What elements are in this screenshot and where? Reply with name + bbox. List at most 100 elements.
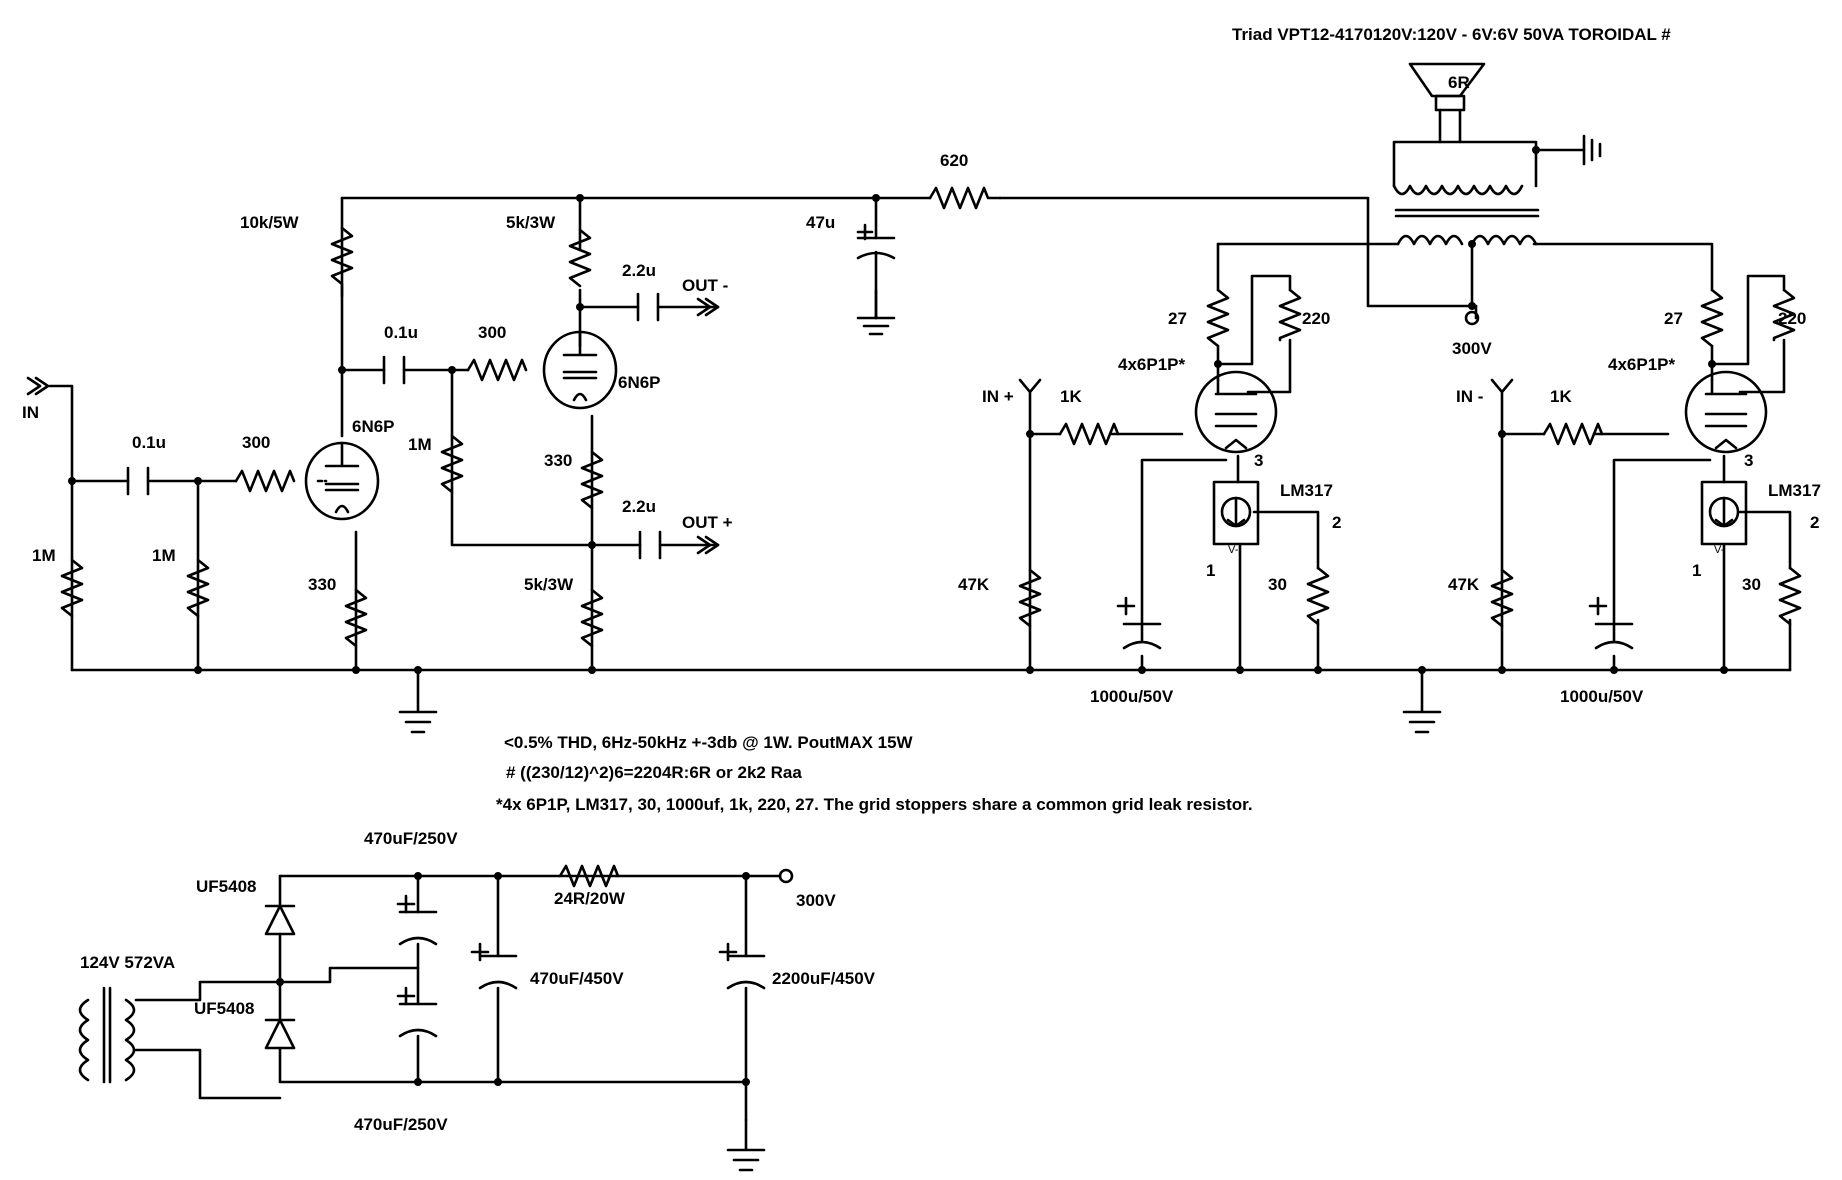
preamp-wiring (48, 196, 1792, 672)
left-r-g2 (1278, 288, 1302, 342)
left-output-tube (1194, 370, 1278, 454)
tube1 (304, 441, 380, 521)
r-grid1 (234, 469, 296, 493)
r-plate1 (330, 226, 354, 298)
left-tube-label: 4x6P1P* (1118, 355, 1185, 374)
left-pin3-label: 3 (1254, 451, 1263, 470)
r-cath2 (580, 450, 604, 510)
right-lm317 (1700, 480, 1748, 546)
left-lm317 (1212, 480, 1260, 546)
output-capacitors (1116, 596, 1634, 650)
left-r-set-label: 30 (1268, 575, 1287, 594)
r-cath2-label: 330 (544, 451, 572, 470)
r-in-leak-label: 1M (32, 546, 56, 565)
psu-wiring (134, 864, 782, 1122)
psu-diodes (264, 904, 296, 1050)
c-supply-label: 47u (806, 213, 835, 232)
psu-c-out (726, 954, 766, 990)
out-plus-label: OUT + (682, 513, 733, 532)
r-grid-leak (186, 558, 210, 618)
psu-r-drop-label: 24R/20W (554, 889, 626, 908)
tube1-label: 6N6P (352, 417, 395, 436)
psu-c-top (398, 910, 438, 946)
r-grid2-leak (440, 434, 464, 494)
left-r-g2-label: 220 (1302, 309, 1330, 328)
preamp-capacitors (126, 223, 896, 560)
right-cap-label: 1000u/50V (1560, 687, 1644, 706)
c-coupling-label: 0.1u (384, 323, 418, 342)
psu-c-bot-label: 470uF/250V (354, 1115, 448, 1134)
input-jack-icon (26, 376, 50, 396)
right-pin2-label: 2 (1810, 513, 1819, 532)
r-grid1-label: 300 (242, 433, 270, 452)
psu-out-v-label: 300V (796, 891, 836, 910)
right-tube-label: 4x6P1P* (1608, 355, 1675, 374)
r-cath2-load (580, 588, 604, 648)
left-r-screen-label: 27 (1168, 309, 1187, 328)
r-cath1-label: 330 (308, 575, 336, 594)
r-plate2-label: 5k/3W (506, 213, 556, 232)
psu-c-mid-label: 470uF/450V (530, 969, 624, 988)
left-r-leak (1018, 568, 1042, 628)
left-reg-label: LM317 (1280, 481, 1333, 500)
psu-capacitors (396, 894, 766, 1038)
right-reg-label: LM317 (1768, 481, 1821, 500)
right-output-tube (1684, 370, 1768, 454)
speaker-label: 6R (1448, 73, 1470, 92)
transformer-title: Triad VPT12-4170120V:120V - 6V:6V 50VA T… (1232, 25, 1671, 44)
right-r-leak-label: 47K (1448, 575, 1480, 594)
tube2-label: 6N6P (618, 373, 661, 392)
right-r-set (1778, 566, 1802, 626)
left-pin1-label: 1 (1206, 561, 1215, 580)
output-resistors (1018, 288, 1802, 628)
left-cap-label: 1000u/50V (1090, 687, 1174, 706)
c-coupling (382, 355, 406, 385)
r-grid2-leak-label: 1M (408, 435, 432, 454)
note-line-2: # ((230/12)^2)6=2204R:6R or 2k2 Raa (506, 763, 802, 782)
left-pin2-label: 2 (1332, 513, 1341, 532)
psu-transformer (78, 986, 136, 1084)
psu-c-top-label: 470uF/250V (364, 829, 458, 848)
right-r-leak (1490, 568, 1514, 628)
left-input-label: IN + (982, 387, 1014, 406)
psu-transformer-label: 124V 572VA (80, 953, 175, 972)
right-r-grid-label: 1K (1550, 387, 1572, 406)
junction-dots (68, 146, 1728, 674)
psu-d-top-label: UF5408 (196, 877, 256, 896)
speaker-icon (1408, 62, 1486, 144)
r-cath2-load-label: 5k/3W (524, 575, 574, 594)
right-pin1-label: 1 (1692, 561, 1701, 580)
out-minus-arrow-icon (696, 297, 720, 317)
right-input-antenna-icon (1490, 378, 1514, 436)
c-out-minus (636, 292, 660, 322)
r-supply (928, 186, 1002, 210)
preamp-resistors (60, 186, 1002, 648)
right-r-g2-label: 220 (1778, 309, 1806, 328)
psu-d-top (264, 904, 296, 936)
psu-dots (276, 872, 750, 1086)
r-grid-leak-label: 1M (152, 546, 176, 565)
right-vminus-label: V- (1714, 544, 1725, 556)
c-out-plus-label: 2.2u (622, 497, 656, 516)
left-r-leak-label: 47K (958, 575, 990, 594)
left-r-grid (1058, 422, 1120, 446)
psu-d-bot-label: UF5408 (194, 999, 254, 1018)
r-supply-label: 620 (940, 151, 968, 170)
psu-out-terminal (778, 868, 794, 884)
output-transformer (1392, 184, 1540, 246)
right-r-screen (1700, 288, 1724, 348)
right-input-label: IN - (1456, 387, 1483, 406)
ground-symbols (398, 314, 1442, 1172)
b-plus-terminal (1464, 310, 1480, 326)
c-out-plus (638, 530, 662, 560)
c-in-label: 0.1u (132, 433, 166, 452)
out-plus-arrow-icon (696, 535, 720, 555)
r-plate2 (568, 228, 592, 288)
note-line-3: *4x 6P1P, LM317, 30, 1000uf, 1k, 220, 27… (496, 795, 1253, 814)
b-plus-label: 300V (1452, 339, 1492, 358)
r-in-leak (60, 558, 84, 618)
right-r-set-label: 30 (1742, 575, 1761, 594)
right-r-grid (1542, 422, 1604, 446)
